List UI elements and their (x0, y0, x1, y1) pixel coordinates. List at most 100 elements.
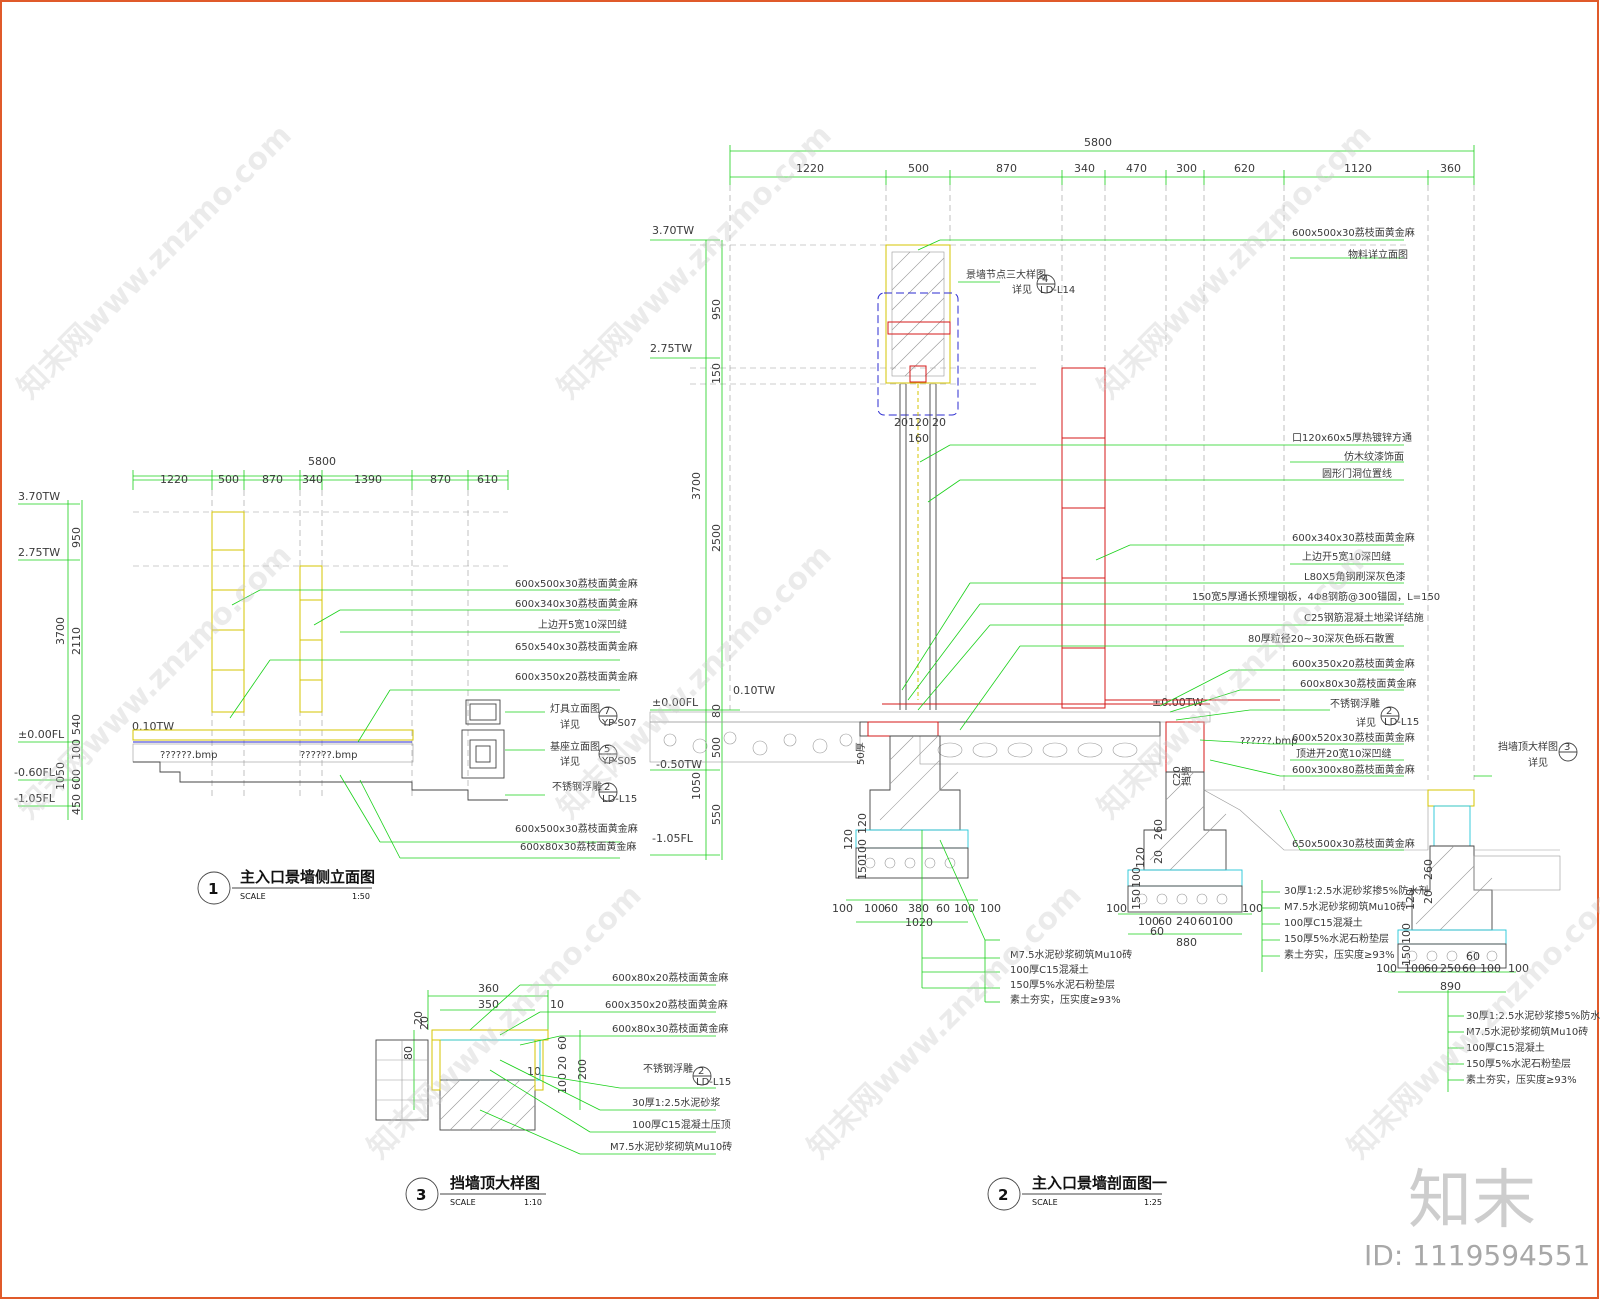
sec2-gravel-left-pattern (663, 731, 853, 756)
sec2-footing-2 (1118, 721, 1252, 935)
watermark-text-7: 知末网www.znzmo.com (801, 878, 1089, 1166)
detail3-note-2: 600x80x30荔枝面黄金麻 (612, 1022, 728, 1035)
sec2-vdim-6: 1050 (690, 772, 703, 800)
sec2-footing2-dim-5: 100 (1212, 915, 1233, 928)
sec2-footing1-dim-2: 60 (884, 902, 898, 915)
sec2-mid-panel (1061, 367, 1106, 709)
sec2-dim-3: 340 (1074, 162, 1095, 175)
detail3-note-4: 30厚1:2.5水泥砂浆 (632, 1096, 720, 1109)
elev1-vdim-1: 3700 (54, 617, 67, 645)
elev1-ref-lamp-sheet: YP-S07 (601, 718, 637, 729)
watermark-text-6: 知末网www.znzmo.com (361, 878, 649, 1166)
elev1-dim-0: 1220 (160, 473, 188, 486)
sec2-note-0: 600x500x30荔枝面黄金麻 (1292, 226, 1415, 239)
sec2-footing-3 (1388, 805, 1561, 993)
detail3-note-6: M7.5水泥砂浆砌筑Mu10砖 (610, 1140, 732, 1153)
sec2-footing2-v-1: 120 (1134, 847, 1147, 868)
sec2-vdim-0: 950 (710, 299, 723, 320)
sec2-gravel-bed-pattern (937, 742, 1138, 758)
sec2-footing3-leaders (1447, 990, 1464, 1092)
elev1-level-4: -0.60FL (14, 766, 56, 779)
sec2-footing1-v-1: 120 (842, 829, 855, 850)
detail3-side-6: 200 (576, 1059, 589, 1080)
elev1-vdim-3: 540 (70, 714, 83, 735)
watermark-id: ID: 1119594551 (1364, 1239, 1590, 1272)
sec2-footing3-note-0: 30厚1:2.5水泥砂浆掺5%防水剂 (1466, 1009, 1600, 1022)
sec2-note-4: 圆形门洞位置线 (1322, 467, 1392, 480)
detail3-ref-sheet: LD-L15 (696, 1077, 731, 1088)
detail3-dim-1: 350 (478, 998, 499, 1011)
sec2-footing3-v-1: 120 (1404, 889, 1417, 910)
sec2-ref-relief-num: 2 (1386, 706, 1392, 717)
sec2-footing1-dim-6: 100 (980, 902, 1001, 915)
elev1-overall-dim: 5800 (308, 455, 336, 468)
sec2-note-10: 80厚粒径20~30深灰色砾石散置 (1248, 632, 1395, 645)
sec2-footing1-beam (867, 721, 939, 737)
sec2-footing1-note-0: M7.5水泥砂浆砌筑Mu10砖 (1010, 948, 1132, 961)
sec2-paving (649, 711, 1211, 723)
sec2-note-15: 顶进开20宽10深凹缝 (1296, 747, 1391, 760)
sec2-footing3-dim-0: 100 (1376, 962, 1397, 975)
sec2-footing2-note-1: M7.5水泥砂浆砌筑Mu10砖 (1284, 900, 1406, 913)
sec2-footing1-v-0: 120 (856, 813, 869, 834)
sec2-footing2-dim-4: 60 (1198, 915, 1212, 928)
elev1-level-5: -1.05FL (14, 792, 56, 805)
sec2-note-6: 上边开5宽10深凹缝 (1302, 550, 1391, 563)
detail3-side-stone-r (534, 1039, 544, 1091)
sec2-dim-5: 300 (1176, 162, 1197, 175)
elev1-note-4: 600x350x20荔枝面黄金麻 (515, 670, 638, 683)
elev1-ref-relief-sheet: LD-L15 (602, 794, 637, 805)
sec2-footing2-note-2: 100厚C15混凝土 (1284, 916, 1363, 929)
sec2-dim-2: 870 (996, 162, 1017, 175)
elev1-ref-lamp-sub: 详见 (560, 718, 580, 731)
sec2-dim-ticks (729, 145, 1475, 185)
elev1-vdim-7: 450 (70, 794, 83, 815)
sec2-footing3-dim-1: 100 (1404, 962, 1425, 975)
sec2-footing1-dim-4: 60 (936, 902, 950, 915)
detail3-ref-num: 2 (698, 1066, 704, 1077)
elev1-vdim-4: 100 (70, 739, 83, 760)
elev1-stone-base (132, 743, 414, 763)
detail3-note-0: 600x80x20荔枝面黄金麻 (612, 971, 728, 984)
detail3-note-3: 不锈钢浮雕 (643, 1062, 693, 1075)
detail3-scale: 1:10 (524, 1198, 542, 1207)
sec2-wall-top-hatch (891, 251, 945, 377)
detail3-wall-hatch (439, 1079, 536, 1131)
sec2-title-number: 2 (998, 1186, 1008, 1204)
sec2-wall-top-inner (891, 251, 945, 377)
sec2-wall-top-block (885, 244, 951, 384)
sec2-grid (690, 185, 1475, 790)
sec2-footing2-note-0: 30厚1:2.5水泥砂浆掺5%防水剂 (1284, 884, 1428, 897)
sec2-vdim-2: 3700 (690, 472, 703, 500)
detail3-side-2: 60 (556, 1036, 569, 1050)
elev1-ref-base-sheet: YP-S05 (601, 756, 637, 767)
sec2-vdim-7: 550 (710, 804, 723, 825)
elev1-leaders (229, 589, 620, 859)
sec2-small-dim-0: 20 (894, 416, 908, 429)
sec2-level-3: ±0.00FL (652, 696, 699, 709)
elev1-note-0: 600x500x30荔枝面黄金麻 (515, 577, 638, 590)
sec2-dim-0: 1220 (796, 162, 824, 175)
sec2-dim-1: 500 (908, 162, 929, 175)
elev1-ref-base-num: 5 (604, 744, 610, 755)
elev1-title-number: 1 (208, 880, 218, 898)
detail3-side-1: 20 (418, 1016, 431, 1030)
sec2-footing3-small: 60 (1466, 950, 1480, 963)
sec2-footing2-dim-1: 100 (1138, 915, 1159, 928)
elevation-1: 5800 1220 500 870 340 1390 870 610 3. (14, 455, 638, 905)
sec2-footing2-v-0: 260 (1152, 819, 1165, 840)
sec2-footing3-dim-6: 100 (1508, 962, 1529, 975)
elev1-note-2: 上边开5宽10深凹缝 (538, 618, 627, 631)
sec2-overall-dim: 5800 (1084, 136, 1112, 149)
elev1-tall-pillar-joints (212, 549, 244, 671)
sec2-footing2-v-4: 150 (1130, 889, 1143, 910)
detail3-title: 挡墙顶大样图 (450, 1174, 540, 1192)
elev1-note-3: 650x540x30荔枝面黄金麻 (515, 640, 638, 653)
watermark-text-0: 知末网www.znzmo.com (11, 118, 299, 406)
elev1-ref-lamp: 灯具立面图 详见 7 YP-S07 (550, 702, 637, 731)
sec2-footing1-note-2: 150厚5%水泥石粉垫层 (1010, 978, 1115, 991)
sec2-footing-1 (846, 721, 978, 923)
sec2-note-16: 600x300x80荔枝面黄金麻 (1292, 763, 1415, 776)
